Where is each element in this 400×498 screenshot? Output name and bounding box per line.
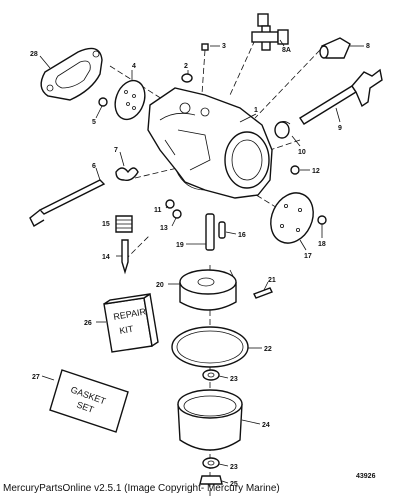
spring-part-15 (115, 215, 133, 233)
callout-24: 24 (262, 422, 270, 429)
screw-part-12 (290, 165, 300, 175)
plate-part-17 (270, 192, 314, 244)
callout-8a: 8A (282, 47, 291, 54)
callout-25: 25 (230, 481, 238, 488)
gasket-ring-part-22 (171, 326, 249, 368)
callout-14: 14 (102, 254, 110, 261)
callout-26: 26 (84, 320, 92, 327)
callout-20: 20 (156, 282, 164, 289)
image-copyright-caption: MercuryPartsOnline v2.5.1 (Image Copyrig… (3, 483, 280, 494)
callout-17: 17 (304, 253, 312, 260)
callout-labels: 28 4 2 3 5 1 6 7 8A 8 9 10 12 11 13 15 1… (30, 43, 370, 488)
callout-21: 21 (268, 277, 276, 284)
callout-4: 4 (132, 63, 136, 70)
fitting-part-8 (319, 37, 351, 59)
screws-11-13 (165, 199, 182, 219)
callout-15: 15 (102, 221, 110, 228)
callout-11: 11 (154, 207, 162, 214)
drawing-number: 43926 (356, 473, 376, 480)
callout-5: 5 (92, 119, 96, 126)
callout-9: 9 (338, 125, 342, 132)
jet-part-16 (218, 221, 226, 239)
callout-7: 7 (114, 147, 118, 154)
washer-part-23-lower (202, 457, 220, 469)
callout-3: 3 (222, 43, 226, 50)
needle-part-14 (121, 239, 129, 275)
pin-part-21 (253, 287, 273, 299)
gasket-part (40, 47, 103, 101)
callout-1: 1 (254, 107, 258, 114)
screw-part-5 (98, 97, 108, 107)
plate-part-4 (114, 79, 146, 121)
callout-18: 18 (318, 241, 326, 248)
callout-28: 28 (30, 51, 38, 58)
fitting-part-8a (251, 13, 289, 51)
callout-22: 22 (264, 346, 272, 353)
callout-23-lower: 23 (230, 464, 238, 471)
small-parts-2-3 (181, 43, 209, 83)
washer-part-23-upper (202, 369, 220, 381)
lever-part-10 (274, 121, 291, 139)
callout-23-upper: 23 (230, 376, 238, 383)
nut-part-25 (199, 475, 223, 485)
callout-8: 8 (366, 43, 370, 50)
carburetor-body (147, 87, 273, 199)
leader-lines (39, 39, 364, 484)
callout-2: 2 (184, 63, 188, 70)
callout-16: 16 (238, 232, 246, 239)
gasket-set-box: GASKET SET (49, 369, 129, 433)
float-part-20 (179, 269, 237, 311)
callout-6: 6 (92, 163, 96, 170)
repair-kit-line-2: KIT (119, 324, 135, 336)
shaft-part-9 (299, 68, 383, 125)
rod-part-6 (29, 179, 106, 227)
callout-10: 10 (298, 149, 306, 156)
tube-part-19 (205, 213, 215, 251)
screw-part-18 (317, 215, 327, 225)
spring-part-7 (115, 167, 139, 182)
bowl-part-24 (177, 389, 243, 451)
callout-13: 13 (160, 225, 168, 232)
callout-27: 27 (32, 374, 40, 381)
repair-kit-box: REPAIR KIT (103, 292, 159, 353)
callout-19: 19 (176, 242, 184, 249)
callout-12: 12 (312, 168, 320, 175)
